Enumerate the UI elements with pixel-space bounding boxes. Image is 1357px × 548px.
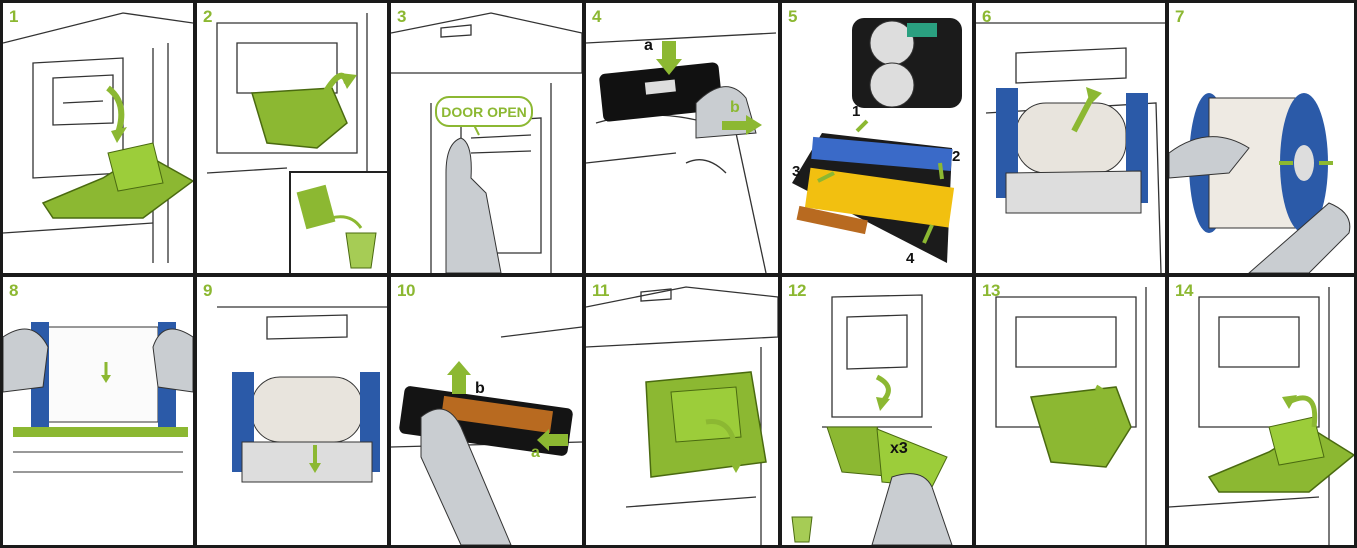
step-number: 11 — [592, 281, 609, 300]
part-label-1: 1 — [852, 103, 861, 120]
trash-bin-icon — [296, 184, 377, 269]
step-number: 6 — [982, 7, 991, 26]
ribbon-insert-illustration — [391, 326, 582, 545]
step-number: 12 — [788, 281, 806, 300]
paper-roll-insert-illustration — [3, 322, 193, 473]
step-panel-12: x3 12 — [782, 277, 972, 545]
printer-illustration — [391, 12, 582, 273]
spool-illustration — [1169, 93, 1351, 273]
step-panel-3: DOOR OPEN 3 — [391, 3, 582, 273]
step-panel-7: 7 — [1169, 3, 1354, 273]
part-label-4: 4 — [906, 250, 915, 267]
step-number: 7 — [1175, 7, 1184, 26]
printer-illustration — [206, 13, 368, 263]
step-panel-5: 1 2 3 4 5 — [782, 3, 972, 273]
part-label-2: 2 — [952, 148, 961, 165]
paper-roll-illustration — [976, 22, 1165, 273]
step-number: 9 — [203, 281, 212, 300]
step-number: 4 — [592, 7, 601, 26]
step-number: 5 — [788, 7, 797, 26]
step-panel-8: 8 — [3, 277, 193, 545]
step-label-b: b — [475, 380, 485, 397]
step-number: 1 — [9, 7, 18, 26]
step-label-a: a — [531, 444, 540, 461]
step-number: 3 — [397, 7, 406, 26]
tray-close-illustration — [995, 287, 1147, 545]
step-number: 10 — [397, 281, 415, 300]
trash-inset — [289, 171, 387, 273]
step-number: 8 — [9, 281, 18, 300]
test-prints-illustration — [791, 294, 953, 545]
step-panel-6: 6 — [976, 3, 1165, 273]
step-label-b: b — [730, 99, 740, 116]
step-number: 13 — [982, 281, 1000, 300]
paper-roll-installed-illustration — [217, 306, 387, 483]
step-number: 2 — [203, 7, 212, 26]
step-number: 14 — [1175, 281, 1193, 300]
door-open-callout: DOOR OPEN — [435, 96, 533, 127]
step-panel-1: 1 — [3, 3, 193, 273]
ribbon-removal-illustration — [586, 32, 777, 273]
step-panel-14: 14 — [1169, 277, 1354, 545]
step-panel-4: a b 4 — [586, 3, 778, 273]
printer-illustration — [3, 12, 193, 263]
ribbon-cassette-illustration — [792, 18, 962, 263]
step-panel-10: b a 10 — [391, 277, 582, 545]
step-panel-13: 13 — [976, 277, 1165, 545]
part-label-3: 3 — [792, 163, 801, 180]
step-label-a: a — [644, 37, 653, 54]
step-panel-11: 11 — [586, 277, 778, 545]
repeat-label: x3 — [890, 440, 908, 457]
step-panel-2: 2 — [197, 3, 387, 273]
printer-closed-illustration — [1169, 287, 1354, 545]
door-close-illustration — [586, 286, 778, 545]
step-panel-9: 9 — [197, 277, 387, 545]
